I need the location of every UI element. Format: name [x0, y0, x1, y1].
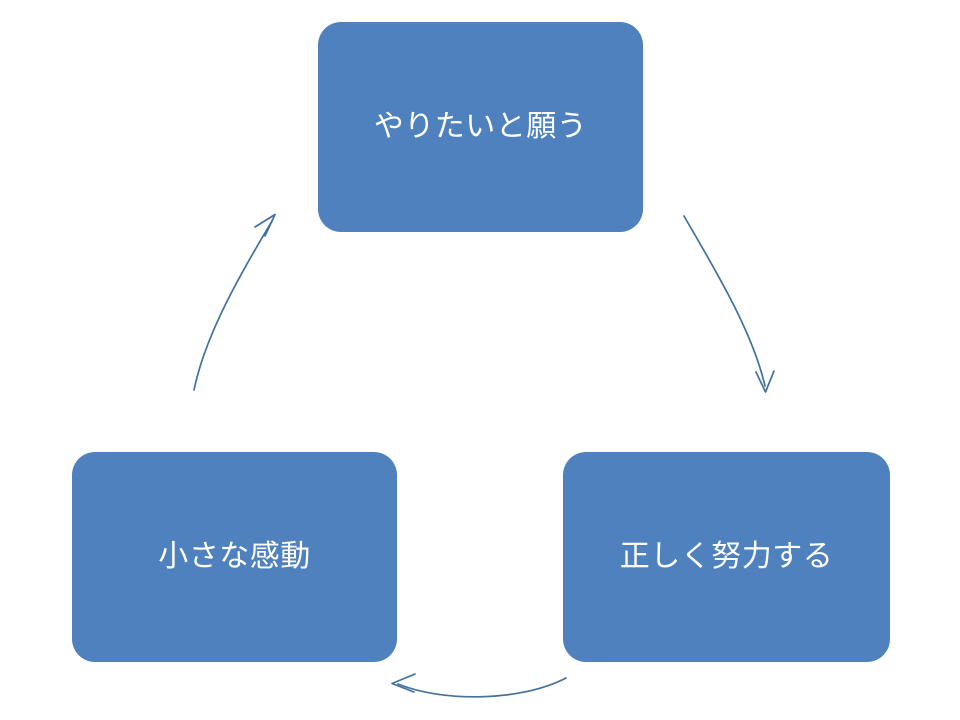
arrow-desire-to-effort [683, 215, 775, 393]
arrow-emotion-to-desire [193, 213, 276, 391]
cycle-node-desire[interactable]: やりたいと願う [318, 22, 643, 232]
cycle-node-desire-label: やりたいと願う [373, 110, 588, 143]
cycle-node-effort[interactable]: 正しく努力する [563, 452, 890, 662]
cycle-node-effort-label: 正しく努力する [619, 540, 834, 573]
arrow-effort-to-emotion [391, 673, 567, 698]
cycle-node-emotion-label: 小さな感動 [158, 540, 311, 573]
cycle-node-emotion[interactable]: 小さな感動 [72, 452, 397, 662]
